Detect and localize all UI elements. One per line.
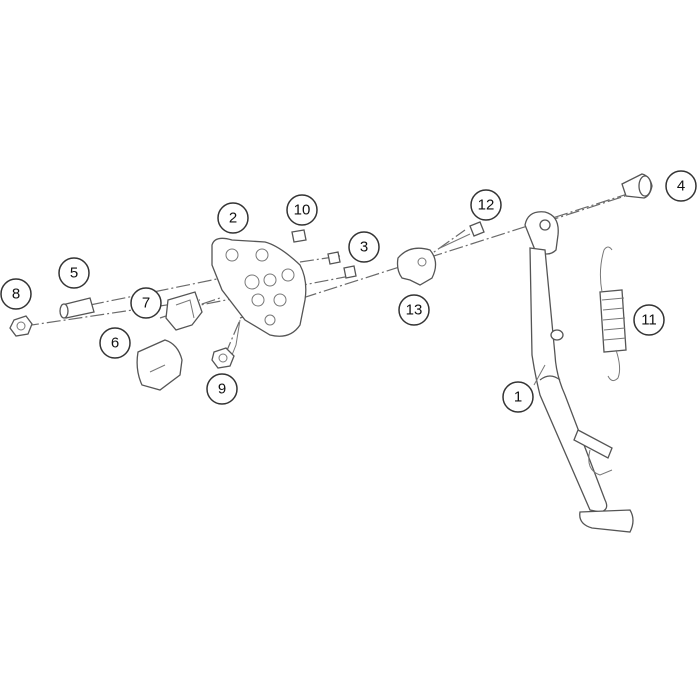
callout-5[interactable]: 5 [58,257,90,289]
callout-7-label: 7 [142,295,150,312]
side-stand-switch-part [165,291,203,331]
callout-13[interactable]: 13 [398,294,430,326]
nut-part-8 [9,315,33,337]
callout-2[interactable]: 2 [217,202,249,234]
return-spring-part [599,246,627,382]
callout-3-label: 3 [360,239,368,256]
callout-4[interactable]: 4 [665,170,697,202]
mounting-bracket-part [211,237,307,356]
callout-8-label: 8 [12,286,20,303]
callout-3[interactable]: 3 [348,231,380,263]
callout-1-label: 1 [514,389,522,406]
callout-7[interactable]: 7 [130,287,162,319]
callout-13-label: 13 [406,302,423,319]
callout-2-label: 2 [229,210,237,227]
nut-parts [327,251,357,279]
callout-10-label: 10 [294,202,311,219]
callout-8[interactable]: 8 [0,278,32,310]
switch-bracket-part [136,339,183,391]
callout-leaders [533,364,546,386]
bolt-part [59,297,95,319]
callout-11[interactable]: 11 [633,304,665,336]
callout-4-label: 4 [677,178,685,195]
side-stand-part [524,211,634,533]
callout-12-label: 12 [478,197,495,214]
callout-5-label: 5 [70,265,78,282]
callout-12[interactable]: 12 [470,189,502,221]
callout-1[interactable]: 1 [502,381,534,413]
set-screw-part [291,229,307,243]
nut-part-9 [211,347,235,369]
callout-6-label: 6 [111,335,119,352]
callout-6[interactable]: 6 [99,327,131,359]
callout-11-label: 11 [641,312,657,329]
bracket-tab-part [396,247,437,286]
callout-10[interactable]: 10 [286,194,318,226]
callout-9[interactable]: 9 [206,373,238,405]
callout-9-label: 9 [218,381,226,398]
screw-part [439,221,485,249]
pivot-pin-part [621,173,653,199]
